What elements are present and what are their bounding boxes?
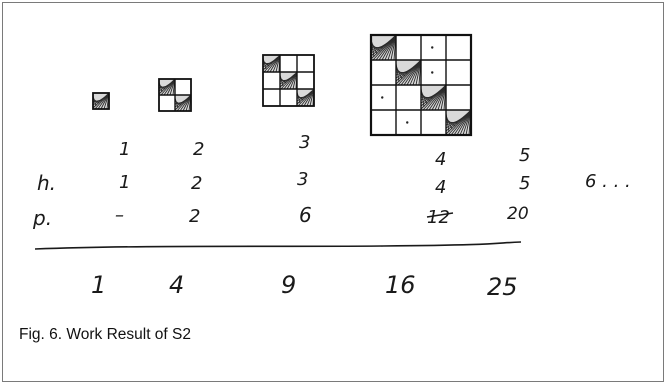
hatched-cell	[421, 85, 446, 110]
h-continuation: 6 . . .	[585, 171, 631, 192]
stage-number-4: 4	[435, 149, 446, 170]
hatched-cell	[159, 79, 175, 95]
grid-drawings	[93, 35, 471, 135]
h-value-5: 5	[519, 173, 530, 194]
total-2: 4	[169, 271, 184, 299]
grid-dot	[431, 46, 433, 48]
square-grid-4	[371, 35, 471, 135]
p-value-3: 6	[299, 203, 312, 227]
total-1: 1	[91, 271, 106, 299]
sketch-canvas: 1 2 3 4 5 h. 1 2 3 4 5 6 . . . p. – 2 6 …	[23, 13, 665, 303]
handwritten-sketch: 1 2 3 4 5 h. 1 2 3 4 5 6 . . . p. – 2 6 …	[23, 13, 665, 303]
grid-dot	[381, 96, 383, 98]
hatched-cell	[93, 93, 109, 109]
stage-number-1: 1	[119, 139, 130, 160]
stage-number-2: 2	[193, 139, 204, 160]
h-value-1: 1	[119, 172, 130, 193]
hatched-cell	[280, 72, 297, 89]
square-grid-3	[263, 55, 314, 106]
row-label-h: h.	[37, 171, 56, 195]
total-3: 9	[281, 271, 296, 299]
total-4: 16	[385, 271, 416, 299]
p-value-1: –	[115, 205, 124, 226]
hatched-cell	[371, 35, 396, 60]
square-grid-1	[93, 93, 109, 109]
hatched-cell	[396, 60, 421, 85]
p-value-2: 2	[189, 206, 200, 227]
h-value-2: 2	[191, 173, 202, 194]
stage-number-3: 3	[299, 132, 310, 153]
hatched-cell	[175, 95, 191, 111]
h-value-3: 3	[297, 169, 308, 190]
p-value-5: 20	[507, 204, 529, 224]
grid-dot	[431, 71, 433, 73]
square-grid-2	[159, 79, 191, 111]
sum-divider-line	[35, 242, 521, 249]
figure-frame: 1 2 3 4 5 h. 1 2 3 4 5 6 . . . p. – 2 6 …	[2, 2, 664, 382]
row-label-p: p.	[32, 206, 52, 230]
h-value-4: 4	[435, 177, 446, 198]
grid-dot	[406, 121, 408, 123]
hatched-cell	[297, 89, 314, 106]
hatched-cell	[446, 110, 471, 135]
p-value-4: 12	[427, 207, 450, 228]
hatched-cell	[263, 55, 280, 72]
total-5: 25	[487, 273, 518, 301]
stage-number-5: 5	[519, 145, 530, 166]
figure-caption: Fig. 6. Work Result of S2	[19, 326, 191, 344]
